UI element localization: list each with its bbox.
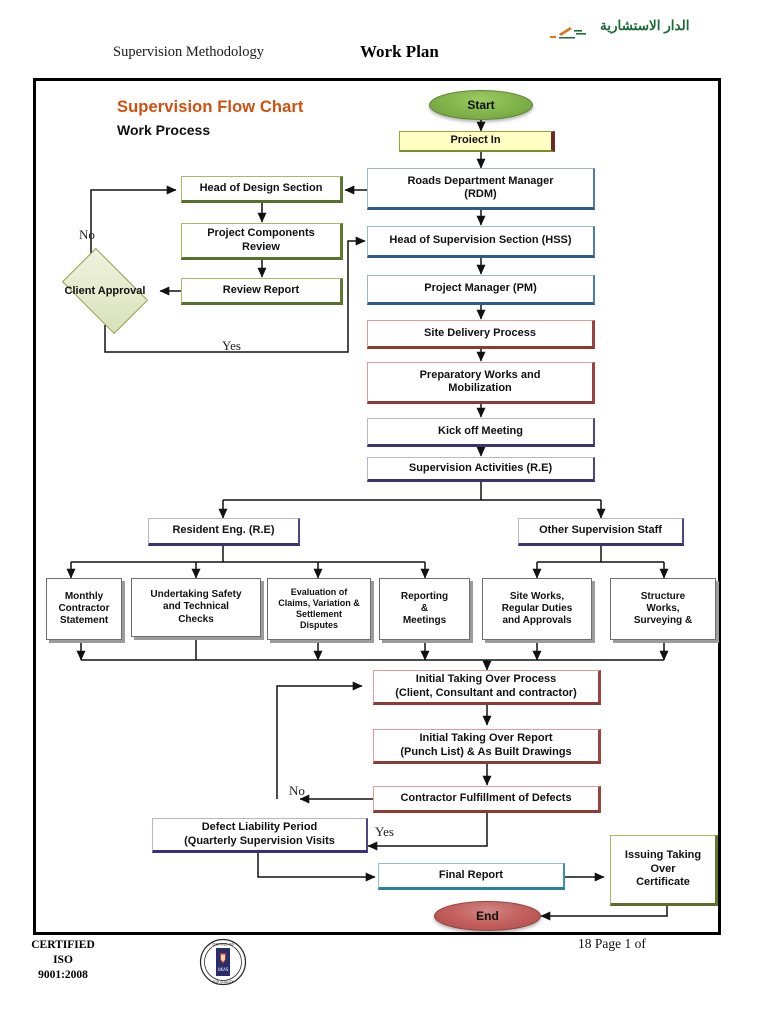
node-review-report[interactable]: Review Report	[181, 278, 343, 305]
node-start[interactable]: Start	[429, 90, 533, 120]
node-start-label: Start	[467, 97, 495, 112]
logo-arabic-text: الدار الاستشارية	[600, 18, 690, 33]
node-other-supervision-staff[interactable]: Other Supervision Staff	[518, 518, 684, 546]
node-supervision-activities[interactable]: Supervision Activities (R.E)	[367, 457, 595, 482]
node-project-in[interactable]: Proiect In	[399, 131, 555, 152]
svg-text:UKAS: UKAS	[218, 967, 229, 972]
node-head-design-label: Head of Design Section	[199, 181, 323, 194]
node-end[interactable]: End	[434, 901, 541, 931]
page-number-text: 18 Page 1 of	[578, 936, 646, 951]
node-pm-label: Project Manager (PM)	[424, 282, 537, 295]
node-ito-report-label: Initial Taking Over Report(Punch List) &…	[400, 732, 572, 758]
node-roads-department-manager[interactable]: Roads Department Manager(RDM)	[367, 168, 595, 210]
node-project-manager[interactable]: Project Manager (PM)	[367, 275, 595, 305]
logo-slash-mark-icon	[550, 27, 586, 39]
certified-line-2: ISO	[53, 954, 73, 967]
node-ito-process-label: Initial Taking Over Process(Client, Cons…	[395, 673, 577, 699]
node-hss-label: Head of Supervision Section (HSS)	[389, 234, 572, 247]
node-resident-eng-label: Resident Eng. (R.E)	[172, 524, 275, 537]
certified-line-3: 9001:2008	[38, 969, 88, 982]
node-initial-taking-over-process[interactable]: Initial Taking Over Process(Client, Cons…	[373, 670, 601, 705]
node-client-approval-label: Client Approval	[64, 285, 146, 297]
node-defect-liability-period[interactable]: Defect Liability Period(Quarterly Superv…	[152, 818, 368, 853]
ukas-certification-seal-icon: UKAS CERTIFIED ISO FOR QUALITY	[199, 938, 247, 986]
node-kickoff-label: Kick off Meeting	[438, 424, 523, 437]
edge-label-no-2: No	[289, 783, 305, 798]
node-end-label: End	[476, 908, 499, 923]
node-head-of-supervision-section[interactable]: Head of Supervision Section (HSS)	[367, 226, 595, 258]
node-final-report-label: Final Report	[438, 868, 504, 881]
header-document-title: Work Plan	[360, 42, 439, 61]
company-logo: الدار الاستشارية	[548, 18, 718, 44]
edge-label-yes: Yes	[222, 338, 241, 353]
node-rdm-label: Roads Department Manager(RDM)	[407, 174, 554, 200]
node-site-delivery-process[interactable]: Site Delivery Process	[367, 320, 595, 349]
svg-text:FOR QUALITY: FOR QUALITY	[213, 980, 234, 984]
node-project-in-label: Proiect In	[450, 134, 501, 147]
node-site-delivery-label: Site Delivery Process	[424, 326, 536, 339]
certified-line-1: CERTIFIED	[31, 939, 95, 951]
node-supervision-activities-label: Supervision Activities (R.E)	[408, 461, 553, 474]
edge-label-yes-2: Yes	[375, 824, 394, 839]
node-review-report-label: Review Report	[222, 283, 300, 296]
node-resident-engineer[interactable]: Resident Eng. (R.E)	[148, 518, 300, 546]
node-initial-taking-over-report[interactable]: Initial Taking Over Report(Punch List) &…	[373, 729, 601, 764]
flowchart-subtitle: Work Process	[117, 122, 211, 138]
node-kick-off-meeting[interactable]: Kick off Meeting	[367, 418, 595, 447]
node-contractor-fulfillment-defects[interactable]: Contractor Fulfillment of Defects	[373, 786, 601, 813]
node-defects-label: Contractor Fulfillment of Defects	[400, 791, 572, 804]
node-client-approval[interactable]: Client Approval	[61, 247, 149, 335]
node-reporting-label: Reporting&Meetings	[400, 590, 449, 627]
svg-text:CERTIFIED ISO: CERTIFIED ISO	[212, 942, 235, 946]
edge-label-no: No	[79, 227, 95, 242]
node-final-report[interactable]: Final Report	[378, 863, 565, 890]
node-reporting-meetings[interactable]: Reporting&Meetings	[379, 578, 470, 640]
header-methodology-label: Supervision Methodology	[113, 44, 265, 60]
iso-certification-text: CERTIFIED ISO 9001:2008	[8, 938, 118, 984]
node-head-of-design-section[interactable]: Head of Design Section	[181, 176, 343, 203]
node-dlp-label: Defect Liability Period(Quarterly Superv…	[184, 821, 335, 847]
flowchart-title: Supervision Flow Chart	[117, 98, 304, 116]
page-footer: CERTIFIED ISO 9001:2008	[0, 935, 768, 1005]
node-other-staff-label: Other Supervision Staff	[539, 524, 662, 537]
page-header: Supervision Methodology Work Plan الدار …	[0, 0, 768, 74]
